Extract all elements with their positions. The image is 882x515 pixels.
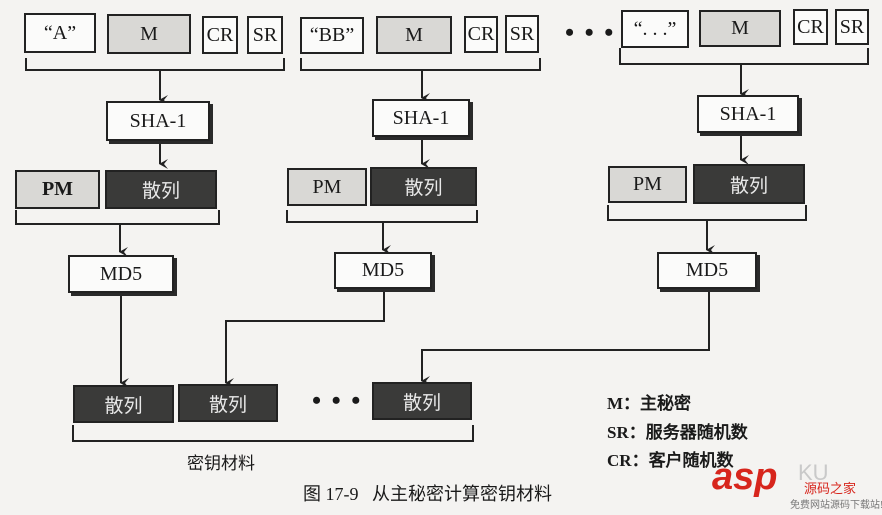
cr-text: CR	[206, 23, 234, 46]
master-secret-box-1: M	[107, 14, 191, 54]
key-material-label: 密钥材料	[187, 454, 255, 473]
hash-box-1: 散列	[105, 170, 217, 209]
m-text: M	[405, 23, 423, 46]
output-ellipsis: • • •	[312, 386, 363, 415]
legend-item-m: M：主秘密	[607, 389, 691, 414]
server-random-box-1: SR	[247, 16, 283, 54]
label-box-3: “. . .”	[621, 10, 689, 48]
client-random-box-3: CR	[793, 9, 828, 45]
label-text: “. . .”	[633, 17, 677, 40]
pm-box-2: PM	[287, 168, 367, 206]
cr-text: CR	[797, 15, 824, 38]
legend-desc: 客户随机数	[648, 451, 734, 470]
sha1-text: SHA-1	[392, 106, 450, 129]
client-random-box-1: CR	[202, 16, 238, 54]
sr-text: SR	[252, 23, 278, 46]
hash-text: 散列	[402, 392, 441, 414]
hash-text: 散列	[141, 181, 180, 202]
client-random-box-2: CR	[464, 16, 498, 53]
label-box-2: “BB”	[300, 17, 364, 54]
sha1-text: SHA-1	[719, 102, 777, 125]
label-text: “A”	[43, 21, 77, 44]
master-secret-box-2: M	[376, 16, 452, 54]
md5-text: MD5	[361, 259, 405, 281]
pm-box-3: PM	[608, 166, 687, 203]
md5-box-1: MD5	[68, 255, 174, 293]
sr-text: SR	[509, 22, 535, 45]
pm-text: PM	[633, 173, 662, 195]
legend-key: CR	[607, 451, 632, 470]
hash-text: 散列	[729, 175, 768, 197]
output-hash-3: 散列	[372, 382, 472, 420]
hash-text: 散列	[104, 395, 143, 417]
legend-key: SR	[607, 423, 629, 442]
watermark-brand: asp	[712, 456, 778, 498]
watermark-subtitle: 免费网站源码下载站!	[790, 500, 882, 511]
legend-item-cr: CR：客户随机数	[607, 446, 734, 471]
md5-text: MD5	[685, 259, 729, 281]
watermark-cn: 源码之家	[804, 481, 857, 496]
figure-number: 图 17-9	[303, 484, 359, 504]
pm-text: PM	[41, 178, 74, 200]
legend-desc: 主秘密	[640, 394, 692, 413]
label-text: “BB”	[309, 24, 355, 46]
legend-sep: ：	[628, 423, 646, 442]
bracket-input-2	[300, 58, 541, 71]
bracket-input-1	[25, 58, 285, 71]
legend-sep: ：	[631, 451, 649, 470]
cr-text: CR	[467, 23, 495, 45]
watermark-logo: asp KU 源码之家 免费网站源码下载站!	[712, 456, 882, 511]
server-random-box-2: SR	[505, 15, 539, 53]
arrow-md5-to-out-3	[421, 290, 710, 386]
sha1-box-2: SHA-1	[372, 99, 470, 137]
sha1-text: SHA-1	[129, 109, 187, 132]
bracket-pm-hash-3	[607, 205, 807, 221]
output-hash-1: 散列	[73, 385, 174, 423]
master-secret-box-3: M	[699, 10, 781, 47]
bracket-pm-hash-2	[286, 210, 478, 223]
pm-text: PM	[312, 175, 342, 198]
m-text: M	[731, 17, 749, 39]
hash-text: 散列	[208, 394, 247, 416]
figure-title: 从主秘密计算密钥材料	[372, 484, 552, 504]
legend-key: M	[607, 394, 624, 413]
md5-box-2: MD5	[334, 252, 432, 289]
hash-box-2: 散列	[370, 167, 477, 206]
figure-caption: 图 17-9 从主秘密计算密钥材料	[303, 480, 552, 506]
legend-sep: ：	[623, 394, 641, 413]
arrow-md5-to-out-2	[225, 290, 385, 388]
md5-box-3: MD5	[657, 252, 757, 289]
sha1-box-3: SHA-1	[697, 95, 799, 133]
bracket-pm-hash-1	[15, 210, 220, 225]
legend-item-sr: SR：服务器随机数	[607, 418, 748, 443]
m-text: M	[140, 22, 158, 45]
pm-box-1: PM	[15, 170, 100, 209]
server-random-box-3: SR	[835, 9, 869, 45]
watermark-suffix: KU	[798, 460, 829, 485]
output-hash-2: 散列	[178, 384, 278, 422]
md5-text: MD5	[99, 262, 143, 285]
bracket-input-3	[619, 48, 869, 65]
label-box-1: “A”	[24, 13, 96, 53]
group-ellipsis: • • •	[565, 18, 616, 47]
sr-text: SR	[839, 15, 865, 38]
sha1-box-1: SHA-1	[106, 101, 210, 141]
hash-box-3: 散列	[693, 164, 805, 204]
hash-text: 散列	[404, 178, 443, 199]
legend-desc: 服务器随机数	[645, 423, 748, 442]
bracket-key-material	[72, 425, 474, 442]
